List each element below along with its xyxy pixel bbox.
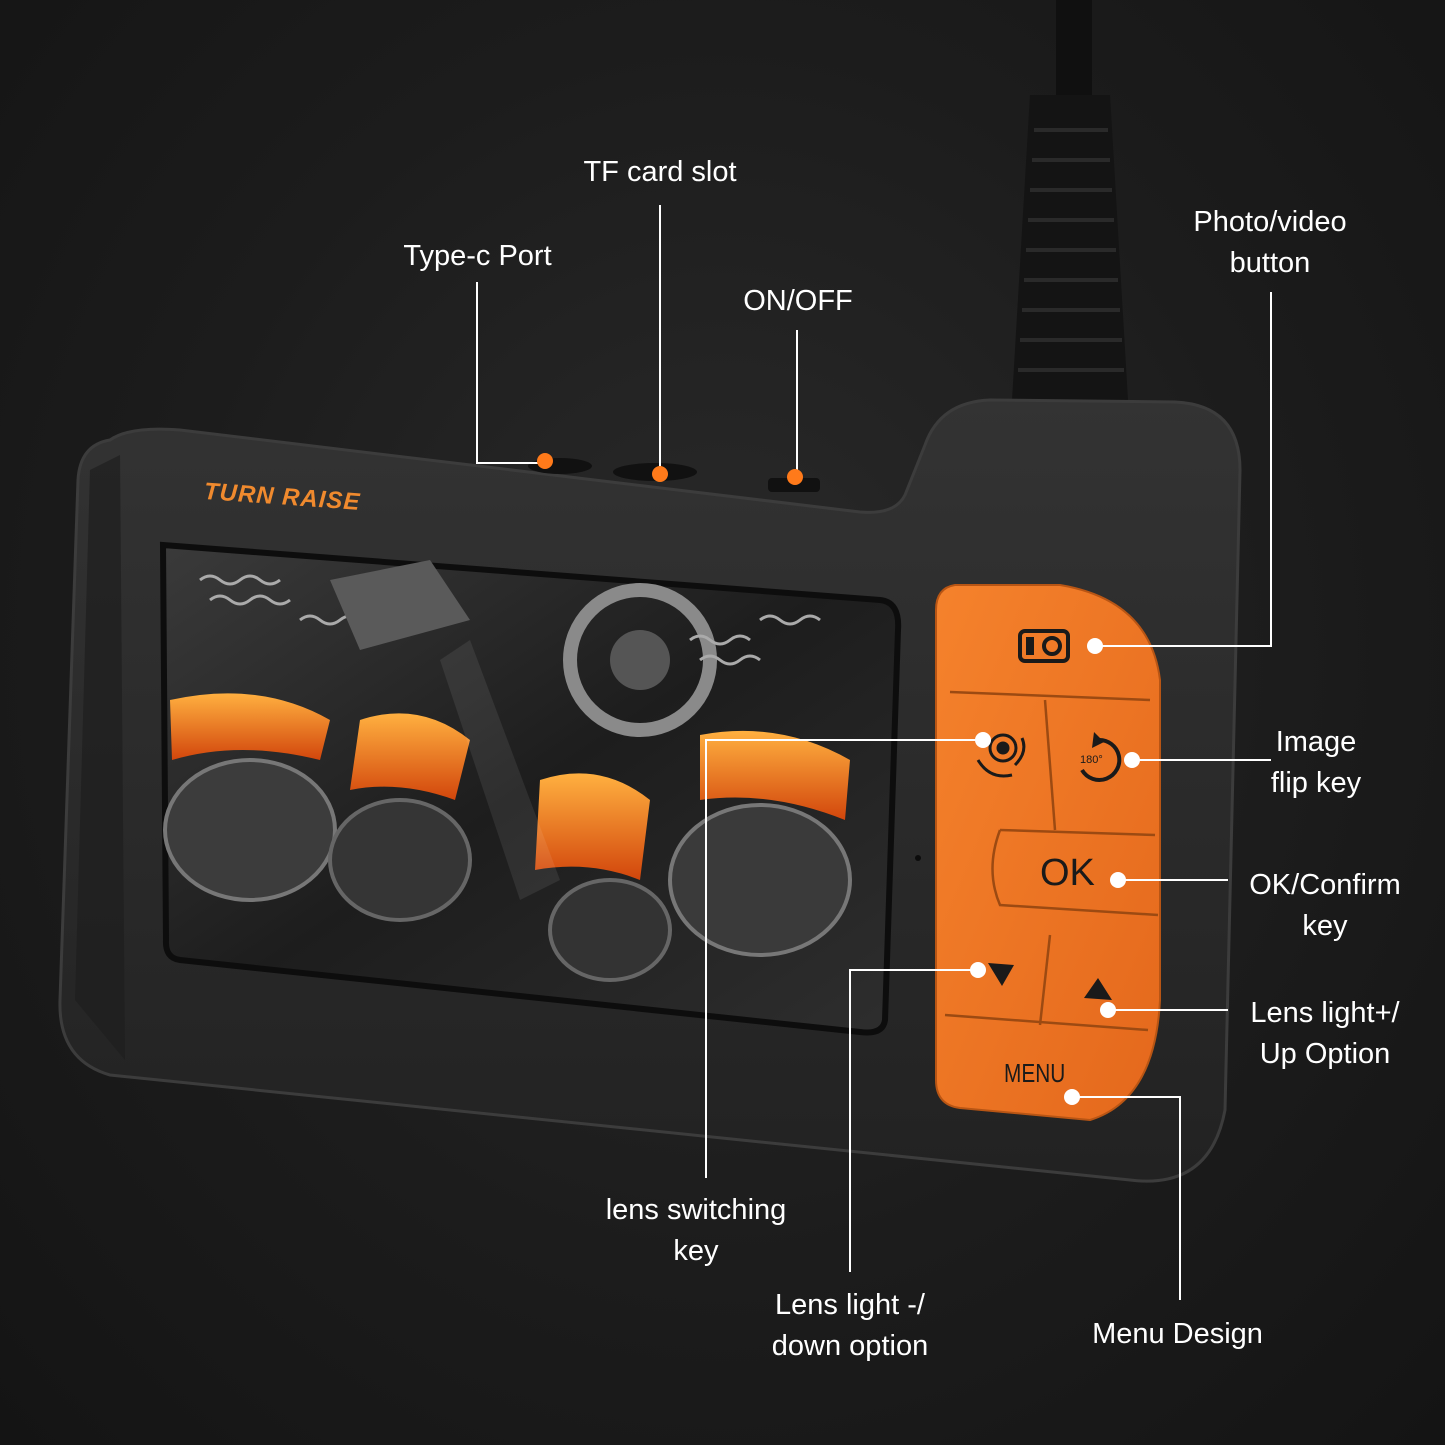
label-lens-light-up: Lens light+/ Up Option: [1250, 997, 1400, 1070]
label-type-c-port: Type-c Port: [403, 240, 552, 272]
ok-key[interactable]: OK: [1040, 852, 1095, 894]
label-tf-card-slot: TF card slot: [583, 156, 737, 188]
down-arrow-icon: [988, 963, 1014, 986]
engine-image: [163, 560, 852, 982]
label-lens-light-down: Lens light -/ down option: [771, 1289, 929, 1362]
callout-lines: [476, 205, 1272, 1300]
menu-key[interactable]: MENU: [1004, 1058, 1066, 1088]
callout-dots: [537, 453, 1140, 1105]
label-on-off: ON/OFF: [743, 285, 853, 317]
keypad: [935, 584, 1161, 1122]
label-lens-switching: lens switching key: [605, 1194, 787, 1267]
flip-badge: 180°: [1080, 754, 1103, 766]
camera-icon: [1018, 629, 1070, 663]
up-arrow-icon: [1084, 978, 1112, 1000]
cable: [1012, 0, 1128, 400]
label-menu-design: Menu Design: [1092, 1318, 1263, 1350]
label-photo-video: Photo/video button: [1193, 206, 1347, 279]
rotate-180-icon: [1080, 732, 1122, 782]
label-image-flip: Image flip key: [1270, 726, 1362, 799]
power-switch: [768, 478, 820, 492]
lens-switch-icon: [976, 733, 1026, 778]
label-ok-confirm: OK/Confirm key: [1249, 869, 1401, 942]
